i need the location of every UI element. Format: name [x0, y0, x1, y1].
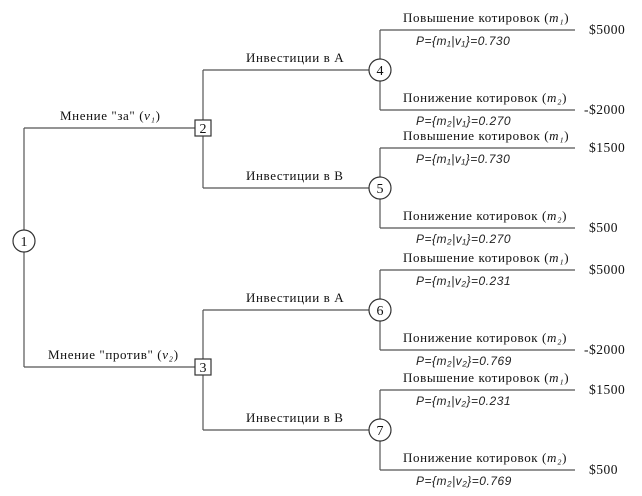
probability-label: P={m₁|v₂}=0.231 [416, 274, 511, 288]
paren-text: ) [564, 250, 569, 265]
paren-text: ) [174, 347, 179, 362]
investment-label: Инвестиции в А [246, 50, 344, 65]
variable-text: v₂ [162, 347, 174, 362]
outcome-label: Повышение котировок (m₁) [403, 128, 569, 143]
variable-text: v₁ [144, 108, 156, 123]
probability-label: P={m₁|v₂}=0.231 [416, 394, 511, 408]
outcome-label: Понижение котировок (m₂) [403, 330, 567, 345]
payoff-value: $1500 [589, 382, 625, 397]
outcome-label: Повышение котировок (m₁) [403, 10, 569, 25]
label-text: Повышение котировок ( [403, 250, 549, 265]
payoff-value: -$2000 [584, 342, 625, 357]
paren-text: ) [562, 450, 567, 465]
opinion-label: Мнение "против" (v₂) [48, 347, 179, 362]
chance-node: 4 [368, 58, 392, 82]
variable-text: m₂ [547, 90, 562, 105]
decision-node-square [194, 358, 212, 376]
investment-label: Инвестиции в В [246, 168, 344, 183]
decision-node-square [194, 119, 212, 137]
paren-text: ) [562, 330, 567, 345]
node-number: 1 [21, 235, 28, 250]
node-number: 2 [200, 122, 207, 137]
payoff-value: $1500 [589, 140, 625, 155]
paren-text: ) [564, 128, 569, 143]
probability-label: P={m₁|v₁}=0.730 [416, 34, 510, 48]
variable-text: m₂ [547, 330, 562, 345]
variable-text: m₁ [549, 370, 564, 385]
investment-label: Инвестиции в А [246, 290, 344, 305]
variable-text: m₂ [547, 450, 562, 465]
probability-label: P={m₂|v₁}=0.270 [416, 232, 511, 246]
investment-label: Инвестиции в В [246, 410, 344, 425]
probability-label: P={m₁|v₁}=0.730 [416, 152, 510, 166]
chance-node-circle [368, 298, 392, 322]
label-text: Мнение "против" ( [48, 347, 162, 362]
outcome-label: Понижение котировок (m₂) [403, 208, 567, 223]
label-text: Повышение котировок ( [403, 128, 549, 143]
outcome-label: Повышение котировок (m₁) [403, 370, 569, 385]
chance-node-circle [12, 229, 36, 253]
chance-node: 7 [368, 418, 392, 442]
chance-node: 5 [368, 176, 392, 200]
label-text: Повышение котировок ( [403, 370, 549, 385]
chance-node-circle [368, 176, 392, 200]
paren-text: ) [156, 108, 161, 123]
probability-label: P={m₂|v₁}=0.270 [416, 114, 511, 128]
payoff-value: $500 [589, 462, 618, 477]
payoff-value: $5000 [589, 22, 625, 37]
payoff-value: -$2000 [584, 102, 625, 117]
node-number: 6 [377, 304, 384, 319]
variable-text: m₁ [549, 128, 564, 143]
outcome-label: Понижение котировок (m₂) [403, 90, 567, 105]
decision-node: 3 [194, 358, 212, 376]
outcome-label: Понижение котировок (m₂) [403, 450, 567, 465]
paren-text: ) [564, 10, 569, 25]
paren-text: ) [562, 208, 567, 223]
node-number: 3 [200, 361, 207, 376]
payoff-value: $5000 [589, 262, 625, 277]
probability-label: P={m₂|v₂}=0.769 [416, 474, 512, 488]
label-text: Понижение котировок ( [403, 450, 547, 465]
chance-node: 1 [12, 229, 36, 253]
chance-node-circle [368, 58, 392, 82]
label-text: Мнение "за" ( [60, 108, 144, 123]
outcome-label: Повышение котировок (m₁) [403, 250, 569, 265]
chance-node-circle [368, 418, 392, 442]
opinion-label: Мнение "за" (v₁) [60, 108, 161, 123]
payoff-value: $500 [589, 220, 618, 235]
label-text: Повышение котировок ( [403, 10, 549, 25]
label-text: Понижение котировок ( [403, 90, 547, 105]
variable-text: m₁ [549, 250, 564, 265]
chance-node: 6 [368, 298, 392, 322]
paren-text: ) [564, 370, 569, 385]
label-text: Понижение котировок ( [403, 330, 547, 345]
probability-label: P={m₂|v₂}=0.769 [416, 354, 512, 368]
node-number: 5 [377, 182, 384, 197]
label-text: Понижение котировок ( [403, 208, 547, 223]
variable-text: m₂ [547, 208, 562, 223]
decision-node: 2 [194, 119, 212, 137]
paren-text: ) [562, 90, 567, 105]
node-number: 7 [377, 424, 384, 439]
variable-text: m₁ [549, 10, 564, 25]
node-number: 4 [377, 64, 384, 79]
